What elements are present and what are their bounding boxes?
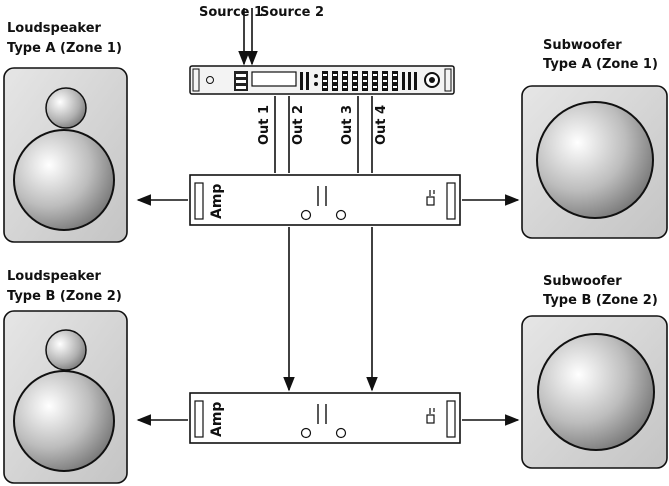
out-1-label: Out 1 bbox=[257, 105, 272, 145]
subwoofer-a-title: Subwoofer bbox=[543, 38, 622, 53]
loudspeaker-a-subtitle: Type A (Zone 1) bbox=[7, 41, 122, 56]
loudspeaker-a-icon bbox=[3, 67, 128, 243]
loudspeaker-b-icon bbox=[3, 310, 128, 484]
amp-switch-icon bbox=[426, 196, 435, 206]
amp-top-label: Amp bbox=[209, 184, 225, 219]
out-2-label: Out 2 bbox=[291, 105, 306, 145]
subwoofer-b-icon bbox=[521, 315, 668, 469]
power-led-icon bbox=[206, 76, 214, 84]
amplifier-top bbox=[189, 174, 461, 226]
loudspeaker-b-subtitle: Type B (Zone 2) bbox=[7, 289, 122, 304]
processor-display bbox=[251, 71, 297, 87]
out-4-label: Out 4 bbox=[374, 105, 389, 145]
subwoofer-b-title: Subwoofer bbox=[543, 274, 622, 289]
amp-bottom-label: Amp bbox=[209, 402, 225, 437]
processor-unit bbox=[189, 65, 455, 95]
source-2-label: Source 2 bbox=[260, 5, 324, 20]
loudspeaker-a-title: Loudspeaker bbox=[7, 21, 102, 36]
amp-switch-icon bbox=[426, 414, 435, 424]
loudspeaker-b-title: Loudspeaker bbox=[7, 269, 102, 284]
amplifier-bottom bbox=[189, 392, 461, 444]
out-3-label: Out 3 bbox=[340, 105, 355, 145]
subwoofer-a-subtitle: Type A (Zone 1) bbox=[543, 57, 658, 72]
subwoofer-a-icon bbox=[521, 85, 668, 239]
subwoofer-b-subtitle: Type B (Zone 2) bbox=[543, 293, 658, 308]
source-1-label: Source 1 bbox=[199, 5, 263, 20]
